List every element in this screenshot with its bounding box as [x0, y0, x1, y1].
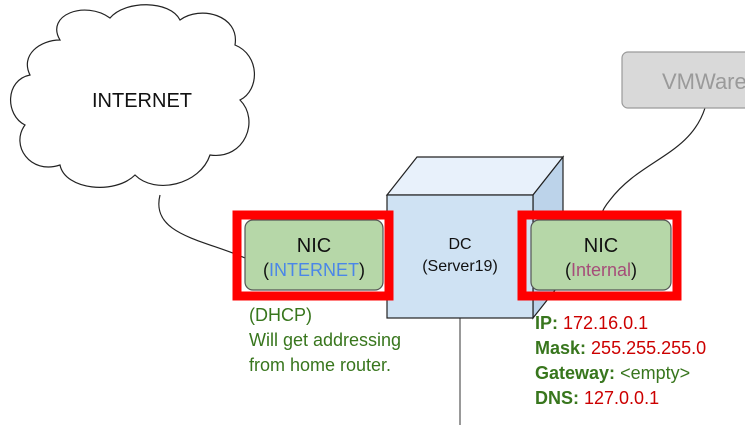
internet-cloud-shape [10, 4, 255, 188]
vmware-box-shape [621, 51, 745, 109]
nic-internet-close-paren: ) [359, 260, 365, 280]
dhcp-note-line-3: from home router. [249, 355, 392, 375]
nic-internal-shape [530, 219, 672, 291]
config-ip-key: IP: [535, 313, 559, 333]
server-front-face [386, 194, 534, 319]
config-dns-row: DNS: 127.0.0.1 [535, 388, 659, 409]
nic-internet-subtitle: (INTERNET) [245, 260, 383, 281]
config-dns-key: DNS: [535, 388, 579, 408]
dhcp-note-line-2: Will get addressing [249, 330, 402, 350]
connector-vmware-to-nic [598, 107, 706, 229]
connector-internet-to-nic [158, 194, 246, 259]
nic-internal-title: NIC [583, 235, 619, 257]
nic-internet-open-paren: ( [263, 260, 269, 280]
internet-cloud-label: INTERNET [92, 90, 192, 112]
dc-title: DC [448, 236, 472, 253]
vmware-label: VMWare [662, 69, 745, 94]
config-dns-value: 127.0.0.1 [584, 388, 660, 408]
server-top-face [385, 156, 565, 196]
dc-subtitle: (Server19) [422, 258, 498, 275]
config-mask-key: Mask: [535, 338, 587, 358]
config-ip-value: 172.16.0.1 [563, 313, 649, 333]
nic-internal-name: Internal [570, 260, 632, 280]
nic-internal-highlight [517, 210, 682, 301]
nic-internal-subtitle: (Internal) [531, 260, 671, 281]
nic-internal-close-paren: ) [631, 260, 638, 280]
config-ip-row: IP: 172.16.0.1 [535, 313, 648, 334]
config-gateway-row: Gateway: <empty> [535, 363, 690, 384]
nic-internet-highlight [232, 210, 394, 301]
config-gateway-key: Gateway: [535, 363, 616, 383]
nic-internet-title: NIC [296, 235, 332, 257]
nic-internal-open-paren: ( [564, 260, 571, 280]
nic-internet-shape [244, 219, 384, 291]
nic-internet-name: INTERNET [269, 260, 359, 280]
config-mask-row: Mask: 255.255.255.0 [535, 338, 706, 359]
config-mask-value: 255.255.255.0 [591, 338, 707, 358]
config-gateway-value: <empty> [620, 363, 691, 383]
dhcp-note-line-1: (DHCP) [249, 305, 312, 325]
